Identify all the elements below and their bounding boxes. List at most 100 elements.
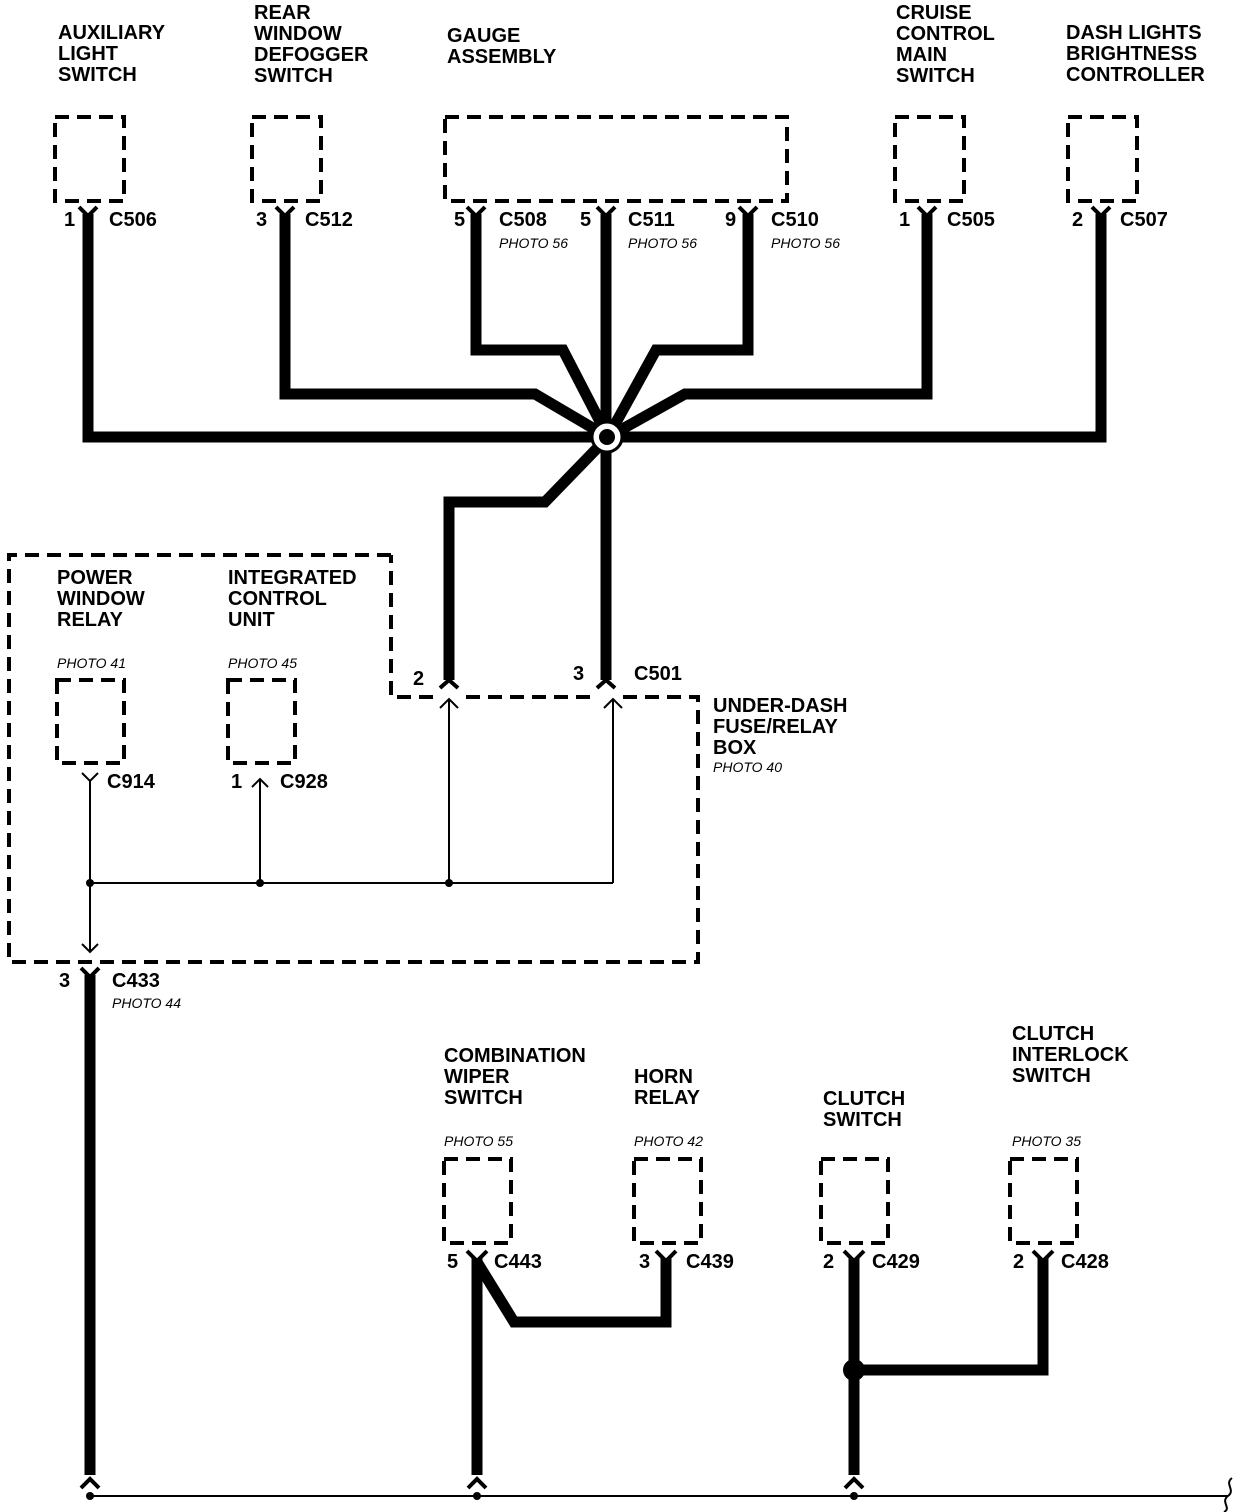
combination-wiper-switch-box <box>442 1157 513 1245</box>
svg-text:WINDOW: WINDOW <box>254 23 342 45</box>
horn-relay-label: HORN RELAY PHOTO 42 <box>634 1066 703 1149</box>
wire-clutch-interlock <box>854 1258 1049 1376</box>
svg-text:WIPER: WIPER <box>444 1066 510 1088</box>
power-window-relay-box <box>55 678 126 765</box>
svg-text:FUSE/RELAY: FUSE/RELAY <box>713 716 839 738</box>
svg-text:CONTROL: CONTROL <box>228 588 327 610</box>
wire-aux-light <box>82 214 608 443</box>
svg-text:INTEGRATED: INTEGRATED <box>228 567 357 589</box>
svg-text:DEFOGGER: DEFOGGER <box>254 44 369 66</box>
svg-text:CRUISE: CRUISE <box>896 2 972 24</box>
svg-text:REAR: REAR <box>254 2 311 24</box>
svg-text:COMBINATION: COMBINATION <box>444 1045 586 1067</box>
clutch-interlock-switch-box <box>1008 1157 1079 1245</box>
svg-text:ASSEMBLY: ASSEMBLY <box>447 46 557 68</box>
svg-text:C428: C428 <box>1061 1251 1109 1273</box>
svg-text:C501: C501 <box>634 663 682 685</box>
cruise-control-main-switch-label: CRUISE CONTROL MAIN SWITCH <box>896 2 995 87</box>
svg-text:PHOTO 40: PHOTO 40 <box>713 759 782 775</box>
svg-text:PHOTO 42: PHOTO 42 <box>634 1133 703 1149</box>
svg-text:3: 3 <box>256 209 267 231</box>
svg-text:C505: C505 <box>947 209 995 231</box>
svg-text:3: 3 <box>639 1251 650 1273</box>
connector-c429: 2 C429 <box>823 1249 920 1273</box>
horn-relay-box <box>632 1157 703 1245</box>
svg-text:C439: C439 <box>686 1251 734 1273</box>
svg-text:C443: C443 <box>494 1251 542 1273</box>
connector-c508: 5 C508 PHOTO 56 <box>454 209 568 251</box>
svg-text:C433: C433 <box>112 970 160 992</box>
svg-text:PHOTO 35: PHOTO 35 <box>1012 1133 1081 1149</box>
dash-lights-brightness-controller-box <box>1066 115 1139 203</box>
svg-text:C512: C512 <box>305 209 353 231</box>
svg-text:C511: C511 <box>628 209 675 231</box>
svg-text:C914: C914 <box>107 771 156 793</box>
under-dash-fuse-relay-box-label: UNDER-DASH FUSE/RELAY BOX PHOTO 40 <box>713 695 847 775</box>
svg-text:5: 5 <box>447 1251 458 1273</box>
wire-dash-lights <box>608 214 1107 443</box>
under-dash-fuse-relay-box-outline <box>7 553 700 964</box>
svg-text:CLUTCH: CLUTCH <box>823 1088 905 1110</box>
power-window-relay-label: POWER WINDOW RELAY PHOTO 41 <box>57 567 145 671</box>
svg-text:9: 9 <box>725 209 736 231</box>
wire-wiper-to-horn-relay <box>472 1258 672 1328</box>
svg-text:PHOTO 55: PHOTO 55 <box>444 1133 513 1149</box>
dash-lights-brightness-controller-label: DASH LIGHTS BRIGHTNESS CONTROLLER <box>1066 22 1205 86</box>
svg-text:2: 2 <box>823 1251 834 1273</box>
aux-light-switch-box <box>53 115 126 203</box>
svg-text:GAUGE: GAUGE <box>447 25 520 47</box>
svg-text:CONTROL: CONTROL <box>896 23 995 45</box>
svg-text:POWER: POWER <box>57 567 133 589</box>
svg-text:BRIGHTNESS: BRIGHTNESS <box>1066 43 1197 65</box>
svg-text:3: 3 <box>573 663 584 685</box>
svg-text:PHOTO 56: PHOTO 56 <box>771 235 840 251</box>
svg-text:PHOTO 45: PHOTO 45 <box>228 655 297 671</box>
svg-text:1: 1 <box>231 771 242 793</box>
svg-text:PHOTO 56: PHOTO 56 <box>628 235 697 251</box>
connector-c914: C914 <box>81 771 156 793</box>
svg-text:RELAY: RELAY <box>57 609 124 631</box>
svg-text:RELAY: RELAY <box>634 1087 701 1109</box>
wire-gauge-c508 <box>470 214 613 440</box>
svg-text:PHOTO 56: PHOTO 56 <box>499 235 568 251</box>
svg-text:HORN: HORN <box>634 1066 693 1088</box>
integrated-control-unit-label: INTEGRATED CONTROL UNIT PHOTO 45 <box>228 567 357 671</box>
ground-bus <box>79 1476 1233 1512</box>
svg-text:PHOTO 41: PHOTO 41 <box>57 655 126 671</box>
connector-c505: 1 C505 <box>899 209 995 231</box>
wire-splice-to-c501-pin2 <box>443 433 612 680</box>
svg-text:SWITCH: SWITCH <box>1012 1065 1091 1087</box>
rear-window-defogger-switch-box <box>250 115 323 203</box>
connector-c510: 9 C510 PHOTO 56 <box>725 209 840 251</box>
svg-text:2: 2 <box>1072 209 1083 231</box>
gauge-assembly-box <box>443 115 789 203</box>
svg-text:UNIT: UNIT <box>228 609 275 631</box>
svg-text:C507: C507 <box>1120 209 1168 231</box>
svg-text:C508: C508 <box>499 209 547 231</box>
svg-text:5: 5 <box>454 209 465 231</box>
svg-text:C429: C429 <box>872 1251 920 1273</box>
wire-cruise-control <box>605 214 933 442</box>
clutch-interlock-switch-label: CLUTCH INTERLOCK SWITCH PHOTO 35 <box>1012 1023 1129 1149</box>
splice-point <box>590 420 624 454</box>
svg-text:2: 2 <box>413 668 424 690</box>
rear-window-defogger-switch-label: REAR WINDOW DEFOGGER SWITCH <box>254 2 369 87</box>
aux-light-switch-label: AUXILIARY LIGHT SWITCH <box>58 22 166 86</box>
integrated-control-unit-box <box>226 678 297 765</box>
connector-c506: 1 C506 <box>64 209 157 231</box>
wire-defogger <box>279 214 611 442</box>
combination-wiper-switch-label: COMBINATION WIPER SWITCH PHOTO 55 <box>444 1045 586 1149</box>
svg-text:UNDER-DASH: UNDER-DASH <box>713 695 847 717</box>
connector-c507: 2 C507 <box>1072 209 1168 231</box>
svg-text:C928: C928 <box>280 771 328 793</box>
svg-text:PHOTO 44: PHOTO 44 <box>112 995 181 1011</box>
svg-text:2: 2 <box>1013 1251 1024 1273</box>
svg-text:INTERLOCK: INTERLOCK <box>1012 1044 1129 1066</box>
svg-text:1: 1 <box>899 209 910 231</box>
clutch-switch-box <box>819 1157 890 1245</box>
svg-text:SWITCH: SWITCH <box>254 65 333 87</box>
connector-c439: 3 C439 <box>639 1249 734 1273</box>
svg-text:SWITCH: SWITCH <box>896 65 975 87</box>
svg-text:SWITCH: SWITCH <box>444 1087 523 1109</box>
connector-c511: 5 C511 PHOTO 56 <box>580 209 697 251</box>
